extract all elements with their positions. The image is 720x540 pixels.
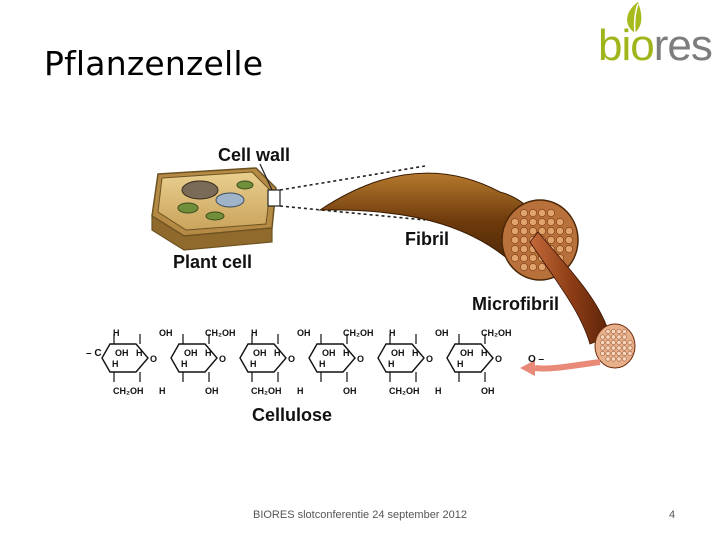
bottom-substituent-label: OH: [481, 386, 495, 396]
zoom-line-top: [279, 165, 426, 191]
ring-h-label: H: [457, 359, 464, 369]
top-substituent-label: OH: [435, 328, 449, 338]
ring-oh-label: OH: [460, 348, 474, 358]
top-substituent-label: CH₂OH: [205, 328, 236, 338]
ring-oh-label: OH: [184, 348, 198, 358]
glycosidic-oxygen: O: [357, 354, 364, 364]
top-substituent-label: CH₂OH: [343, 328, 374, 338]
cellulose-structure-diagram: Cell wall Plant cell Fibril Microfibril …: [80, 130, 650, 430]
top-substituent-label: H: [389, 328, 396, 338]
ring-h-label: H: [388, 359, 395, 369]
glycosidic-oxygen: O: [495, 354, 502, 364]
bottom-substituent-label: H: [159, 386, 166, 396]
glycosidic-oxygen: O: [426, 354, 433, 364]
slide-title: Pflanzenzelle: [44, 44, 264, 83]
ring-h-label: H: [250, 359, 257, 369]
glycosidic-oxygen: O: [219, 354, 226, 364]
bottom-substituent-label: H: [435, 386, 442, 396]
ring-h-label: H: [181, 359, 188, 369]
top-substituent-label: H: [251, 328, 258, 338]
plant-cell-illustration: [151, 167, 281, 251]
diagram-svg: Cell wall Plant cell Fibril Microfibril …: [86, 145, 636, 425]
fibril-illustration: [318, 172, 579, 281]
bottom-substituent-label: CH₂OH: [251, 386, 282, 396]
curved-arrow: [534, 359, 601, 372]
glucose-ring: [446, 343, 494, 373]
glucose-ring: [377, 343, 425, 373]
glycosidic-oxygen: O: [288, 354, 295, 364]
leaf-icon: [627, 2, 642, 34]
glycosidic-oxygen: O: [150, 354, 157, 364]
ring-oh-label: OH: [322, 348, 336, 358]
bottom-substituent-label: H: [297, 386, 304, 396]
top-substituent-label: H: [113, 328, 120, 338]
bottom-substituent-label: OH: [205, 386, 219, 396]
ring-h-label: H: [136, 348, 143, 358]
bottom-substituent-label: CH₂OH: [113, 386, 144, 396]
glucose-ring: [170, 343, 218, 373]
microfibril-illustration: [529, 231, 636, 369]
biores-logo: biores: [598, 0, 720, 70]
cell-wall-pointer: [259, 163, 273, 191]
glucose-ring: [308, 343, 356, 373]
ring-h-label: H: [343, 348, 350, 358]
logo-res-text: res: [653, 21, 713, 70]
logo-bio-text: bio: [598, 21, 655, 70]
slide-footer: BIORES slotconferentie 24 september 2012: [252, 509, 467, 521]
ring-oh-label: OH: [253, 348, 267, 358]
zoom-line-bottom: [279, 205, 426, 221]
chain-end-right: O –: [528, 354, 545, 365]
ring-h-label: H: [112, 359, 119, 369]
fibril-label: Fibril: [405, 229, 449, 249]
microfibril-label: Microfibril: [472, 294, 559, 314]
ring-h-label: H: [205, 348, 212, 358]
chain-end-left: – C: [86, 348, 102, 359]
arrow-head-icon: [520, 360, 535, 376]
top-substituent-label: OH: [159, 328, 173, 338]
ring-h-label: H: [274, 348, 281, 358]
top-substituent-label: OH: [297, 328, 311, 338]
glucose-ring: [239, 343, 287, 373]
top-substituent-label: CH₂OH: [481, 328, 512, 338]
ring-h-label: H: [319, 359, 326, 369]
bottom-substituent-label: OH: [343, 386, 357, 396]
page-number: 4: [669, 509, 676, 521]
ring-oh-label: OH: [115, 348, 129, 358]
cell-wall-label: Cell wall: [218, 145, 290, 165]
glucose-ring: [101, 343, 149, 373]
cellulose-label: Cellulose: [252, 405, 332, 425]
plant-cell-label: Plant cell: [173, 252, 252, 272]
ring-h-label: H: [481, 348, 488, 358]
bottom-substituent-label: CH₂OH: [389, 386, 420, 396]
ring-oh-label: OH: [391, 348, 405, 358]
ring-h-label: H: [412, 348, 419, 358]
